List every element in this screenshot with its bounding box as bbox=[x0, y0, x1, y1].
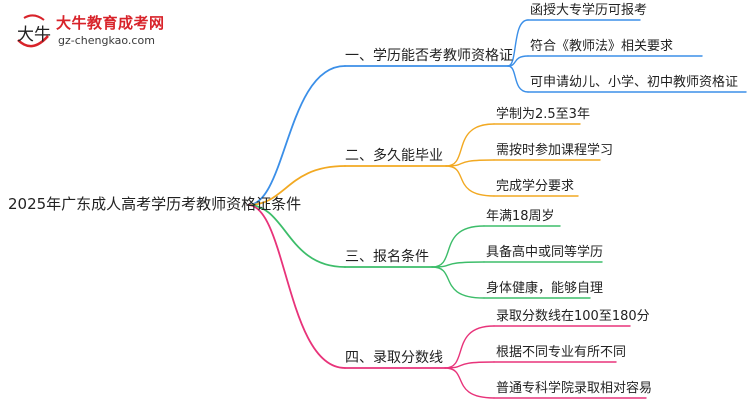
edge-branch-4-leaf-1 bbox=[444, 325, 495, 369]
edge-branch-3-leaf-2 bbox=[431, 261, 485, 268]
leaf-node-1-2: 符合《教师法》相关要求 bbox=[530, 38, 673, 54]
edge-branch-1-leaf-1 bbox=[507, 19, 529, 67]
mindmap-edges bbox=[247, 19, 747, 399]
leaf-node-4-2: 根据不同专业有所不同 bbox=[496, 345, 626, 360]
leaf-node-1-1: 函授大专学历可报考 bbox=[530, 2, 647, 18]
edge-branch-2-leaf-2 bbox=[445, 159, 495, 167]
edge-root-branch-1 bbox=[247, 65, 346, 206]
edge-branch-3-leaf-3 bbox=[431, 266, 485, 299]
leaf-node-2-3: 完成学分要求 bbox=[496, 178, 574, 194]
logo-name: 大牛教育成考网 bbox=[56, 14, 165, 32]
edge-root-branch-4 bbox=[247, 204, 346, 369]
edge-branch-4-leaf-3 bbox=[444, 367, 495, 399]
leaf-node-4-3: 普通专科学院录取相对容易 bbox=[496, 380, 652, 396]
branch-node-4: 四、录取分数线 bbox=[345, 350, 443, 366]
leaf-node-2-1: 学制为2.5至3年 bbox=[496, 106, 590, 122]
leaf-node-3-2: 具备高中或同等学历 bbox=[486, 244, 603, 260]
site-logo: 大牛 大牛教育成考网 gz-chengkao.com bbox=[6, 8, 196, 58]
logo-mark-text: 大牛 bbox=[17, 25, 51, 45]
branch-node-2: 二、多久能毕业 bbox=[345, 147, 443, 164]
edge-branch-1-leaf-3 bbox=[507, 65, 529, 93]
branch-node-1: 一、学历能否考教师资格证 bbox=[345, 48, 513, 64]
branch-node-3: 三、报名条件 bbox=[345, 248, 429, 265]
edge-branch-4-leaf-2 bbox=[444, 361, 495, 369]
edge-branch-2-leaf-3 bbox=[445, 165, 495, 197]
leaf-node-2-2: 需按时参加课程学习 bbox=[496, 142, 613, 158]
edge-branch-2-leaf-1 bbox=[445, 123, 495, 167]
root-node: 2025年广东成人高考学历考教师资格证条件 bbox=[8, 195, 301, 213]
edge-root-branch-2 bbox=[247, 165, 346, 206]
leaf-node-3-1: 年满18周岁 bbox=[486, 209, 555, 224]
leaf-node-1-3: 可申请幼儿、小学、初中教师资格证 bbox=[530, 74, 738, 90]
edge-root-branch-3 bbox=[247, 204, 346, 268]
edge-branch-3-leaf-1 bbox=[431, 225, 485, 268]
leaf-node-4-1: 录取分数线在100至180分 bbox=[496, 309, 650, 324]
leaf-node-3-3: 身体健康，能够自理 bbox=[486, 280, 603, 296]
mindmap-labels: 2025年广东成人高考学历考教师资格证条件 一、学历能否考教师资格证 函授大专学历… bbox=[8, 2, 738, 396]
logo-url: gz-chengkao.com bbox=[58, 34, 155, 47]
logo-mark-icon: 大牛 bbox=[17, 14, 51, 48]
